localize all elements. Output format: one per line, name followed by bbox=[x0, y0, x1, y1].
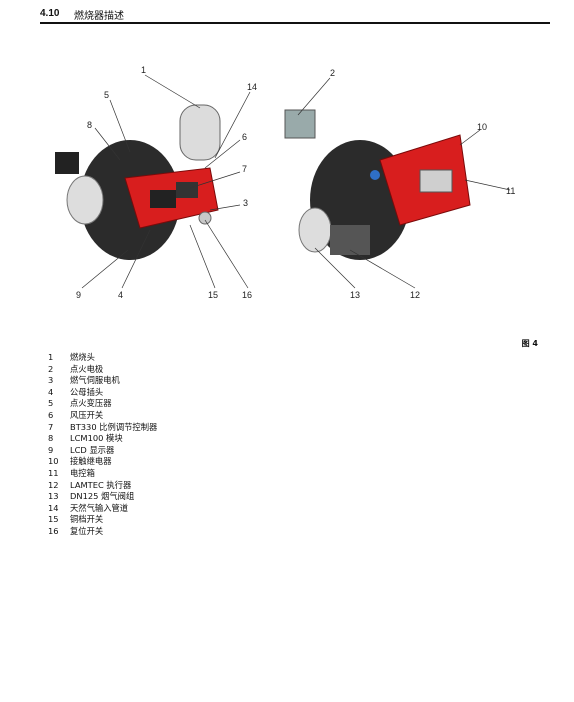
legend-number: 14 bbox=[48, 502, 59, 513]
legend-item: 14 天然气输入管道 bbox=[48, 503, 157, 515]
figure-label: 图 4 bbox=[521, 339, 538, 348]
relay-left bbox=[176, 182, 198, 198]
legend-item: 10 接触继电器 bbox=[48, 456, 157, 468]
switch-left bbox=[198, 211, 212, 225]
legend-text: LCD 显示器 bbox=[70, 444, 115, 455]
legend-item: 6 风压开关 bbox=[48, 410, 157, 422]
legend-number: 9 bbox=[48, 444, 54, 455]
legend-item: 11 电控箱 bbox=[48, 468, 157, 480]
legend-number: 8 bbox=[48, 433, 54, 444]
left-burner-drawing bbox=[55, 104, 221, 260]
legend-text: LCM100 模块 bbox=[70, 433, 123, 444]
callout-2: 2 bbox=[330, 68, 335, 78]
callout-5: 5 bbox=[104, 90, 109, 100]
legend-number: 4 bbox=[48, 386, 54, 397]
legend-number: 12 bbox=[48, 479, 59, 490]
callout-15: 15 bbox=[208, 290, 218, 300]
callout-lines bbox=[81, 74, 511, 289]
servo-motor-left bbox=[55, 152, 79, 174]
legend-number: 3 bbox=[48, 375, 54, 386]
legend-text: 复位开关 bbox=[70, 525, 104, 536]
ignition-electrode-shape bbox=[284, 109, 316, 139]
legend-number: 1 bbox=[48, 352, 54, 362]
callout-11: 11 bbox=[506, 186, 515, 196]
legend-text: 铜档开关 bbox=[70, 514, 104, 525]
burner-illustration: 1 2 3 4 5 6 7 8 9 10 11 12 13 14 15 16 bbox=[55, 65, 515, 300]
legend-text: 天然气输入管道 bbox=[70, 502, 129, 513]
legend-item: 5 点火变压器 bbox=[48, 398, 157, 410]
callout-16: 16 bbox=[242, 290, 252, 300]
legend-number: 6 bbox=[48, 409, 54, 420]
legend-text: BT330 比例调节控制器 bbox=[70, 421, 158, 432]
legend-item: 15 铜档开关 bbox=[48, 514, 157, 526]
callout-9: 9 bbox=[76, 290, 81, 300]
indicator-light bbox=[370, 170, 380, 180]
legend-text: 点火电极 bbox=[70, 363, 104, 374]
callout-4: 4 bbox=[118, 290, 123, 300]
legend-item: 8 LCM100 模块 bbox=[48, 433, 157, 445]
callout-6: 6 bbox=[242, 132, 247, 142]
burner-head-shape bbox=[179, 104, 221, 161]
right-burner-drawing bbox=[284, 109, 471, 260]
callout-12: 12 bbox=[410, 290, 420, 300]
contactor-shape bbox=[419, 169, 453, 193]
legend-number: 5 bbox=[48, 398, 54, 409]
flue-valve-shape bbox=[298, 207, 332, 253]
legend-number: 10 bbox=[48, 456, 59, 467]
legend-text: 燃烧头 bbox=[70, 352, 95, 362]
legend-number: 15 bbox=[48, 514, 59, 525]
legend-number: 16 bbox=[48, 525, 59, 536]
legend-text: 公母插头 bbox=[70, 386, 104, 397]
callout-14: 14 bbox=[247, 82, 257, 92]
legend-text: 风压开关 bbox=[70, 409, 104, 420]
legend-item: 2 点火电极 bbox=[48, 364, 157, 376]
controller-module-left bbox=[150, 190, 176, 208]
callout-10: 10 bbox=[477, 122, 487, 132]
legend-item: 9 LCD 显示器 bbox=[48, 445, 157, 457]
legend-item: 3 燃气伺服电机 bbox=[48, 375, 157, 387]
callout-1: 1 bbox=[141, 65, 146, 75]
legend-item: 7 BT330 比例调节控制器 bbox=[48, 422, 157, 434]
legend-item: 13 DN125 烟气阀组 bbox=[48, 491, 157, 503]
header-rule bbox=[40, 22, 550, 24]
callout-3: 3 bbox=[243, 198, 248, 208]
legend-number: 2 bbox=[48, 363, 54, 374]
burner-figure: 1 2 3 4 5 6 7 8 9 10 11 12 13 14 15 16 bbox=[40, 60, 540, 310]
legend-item: 12 LAMTEC 执行器 bbox=[48, 480, 157, 492]
section-number: 4.10 bbox=[40, 8, 60, 19]
parts-legend: 1 燃烧头 2 点火电极 3 燃气伺服电机 4 公母插头 5 点火变压器 6 风压开关 7 B… bbox=[48, 352, 157, 538]
legend-text: 点火变压器 bbox=[70, 398, 112, 409]
legend-item: 16 复位开关 bbox=[48, 526, 157, 538]
callout-13: 13 bbox=[350, 290, 360, 300]
legend-text: LAMTEC 执行器 bbox=[70, 479, 132, 490]
legend-item: 1 燃烧头 bbox=[48, 352, 157, 364]
callout-8: 8 bbox=[87, 120, 92, 130]
section-header: 4.10 燃烧器描述 bbox=[40, 6, 550, 24]
legend-text: 接触继电器 bbox=[70, 456, 112, 467]
legend-number: 11 bbox=[48, 467, 59, 478]
legend-text: 燃气伺服电机 bbox=[70, 375, 120, 386]
callout-7: 7 bbox=[242, 164, 247, 174]
section-title: 燃烧器描述 bbox=[74, 11, 124, 22]
actuator-shape bbox=[330, 225, 370, 255]
legend-text: DN125 烟气阀组 bbox=[70, 491, 135, 502]
legend-number: 7 bbox=[48, 421, 54, 432]
legend-number: 13 bbox=[48, 491, 59, 502]
air-inlet-left bbox=[66, 175, 104, 225]
legend-text: 电控箱 bbox=[70, 467, 95, 478]
legend-item: 4 公母插头 bbox=[48, 387, 157, 399]
burner-body-left bbox=[80, 140, 180, 260]
